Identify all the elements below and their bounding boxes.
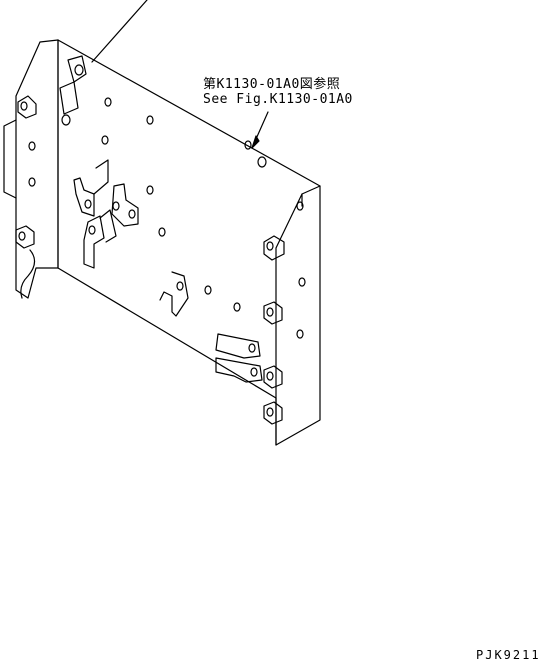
plate-hole (204, 285, 212, 295)
plate-hole (233, 302, 241, 312)
terminal-strap-upper (215, 333, 261, 359)
right-nut-3 (263, 365, 283, 389)
connector-foot-hole (61, 114, 71, 126)
terminal-strap-lower (215, 357, 263, 383)
top-connector-hole (74, 64, 84, 76)
terminal-hole (248, 343, 256, 353)
right-nut-2 (263, 301, 283, 325)
top-connector-lower (59, 81, 79, 115)
clip-bracket-2 (73, 177, 95, 217)
right-nut-4 (263, 401, 283, 425)
flange-nut-upper (17, 95, 37, 119)
flange-hole-2 (28, 177, 36, 187)
right-flange-hole (296, 201, 304, 211)
flange-nut-lower (15, 225, 35, 249)
clip-bracket-5 (99, 209, 117, 243)
right-nut-3-hole (266, 371, 274, 381)
right-flange-hole (296, 329, 304, 339)
right-nut-1-hole (266, 241, 274, 251)
center-bracket (159, 271, 189, 317)
right-nut-1 (263, 235, 285, 261)
terminal-hole (250, 367, 258, 377)
top-connector-body (67, 55, 87, 83)
flange-nut-lower-hole (18, 231, 26, 241)
left-flange-tab (3, 119, 17, 199)
plate-hole (257, 156, 267, 168)
left-flange-cutout (20, 249, 36, 299)
clip-hole (88, 225, 96, 235)
reference-label-english: See Fig.K1130-01A0 (203, 92, 353, 107)
center-bracket-hole (176, 281, 184, 291)
plate-hole (146, 115, 154, 125)
flange-nut-upper-hole (20, 101, 28, 111)
clip-bracket-3 (111, 183, 139, 227)
right-flange (275, 185, 321, 446)
left-flange (15, 39, 59, 299)
reference-label-japanese: 第K1130-01A0図参照 (203, 77, 341, 92)
callout-arrowhead (251, 135, 260, 149)
plate-hole (244, 140, 252, 150)
right-flange-hole (298, 277, 306, 287)
clip-bracket-1 (83, 159, 109, 195)
clip-hole (128, 209, 136, 219)
clip-hole (84, 199, 92, 209)
top-leader-line (91, 0, 148, 63)
right-nut-2-hole (266, 307, 274, 317)
plate-hole (158, 227, 166, 237)
plate-hole (104, 97, 112, 107)
clip-hole (112, 201, 120, 211)
drawing-code: PJK9211 (476, 648, 541, 662)
flange-hole-1 (28, 141, 36, 151)
right-nut-4-hole (266, 407, 274, 417)
plate-hole (101, 135, 109, 145)
clip-bracket-4 (83, 215, 105, 269)
plate-hole (146, 185, 154, 195)
